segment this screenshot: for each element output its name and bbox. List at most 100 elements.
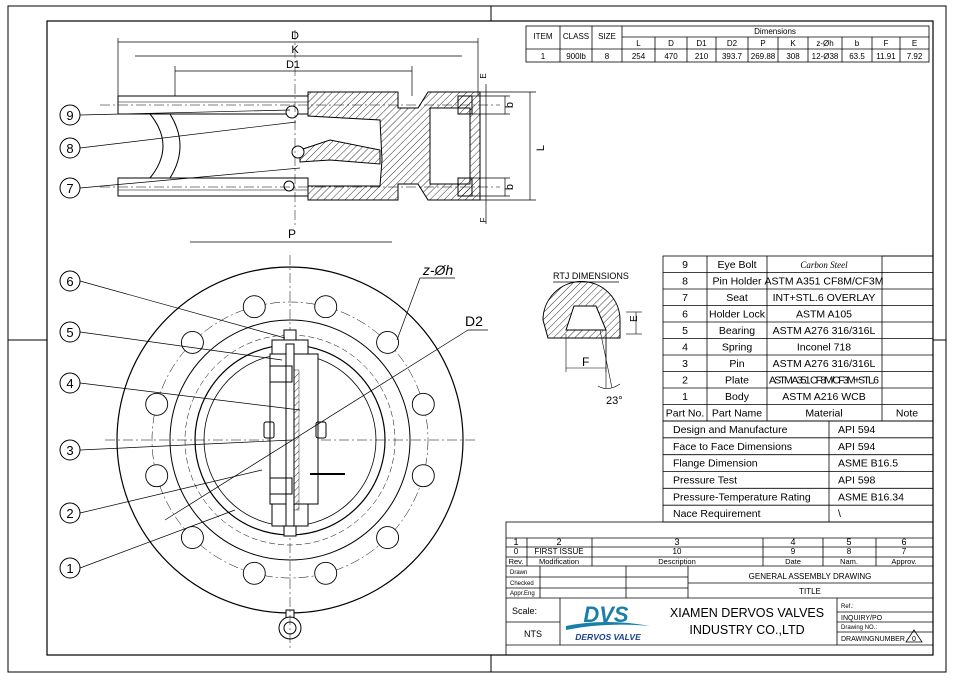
part-no: 3: [682, 358, 688, 370]
grid-number: 3: [674, 537, 679, 547]
dim-header-6: z-Øh: [816, 39, 833, 48]
part-name: Pin Holder: [712, 276, 762, 288]
bolt-hole: [242, 295, 266, 319]
scale-value: NTS: [524, 629, 542, 639]
spec-label: Nace Requirement: [673, 508, 761, 520]
dim-value-6: 393.7: [722, 52, 743, 61]
dim-label-D2: D2: [465, 313, 483, 329]
dim-value-0: 1: [541, 52, 546, 61]
dim-label-b-top: b: [504, 102, 516, 108]
spec-value: API 594: [838, 424, 876, 436]
bolt-hole: [376, 330, 400, 354]
spec-label: Pressure Test: [673, 475, 737, 487]
part-no: 7: [682, 292, 688, 304]
callout-circle: [59, 270, 81, 292]
logo-text: DERVOS VALVE: [575, 632, 641, 642]
dim-value-1: 900lb: [566, 52, 586, 61]
part-name: Spring: [722, 342, 753, 354]
part-no: 8: [682, 276, 688, 288]
callout-number: 5: [66, 325, 73, 340]
dim-header-1: D: [668, 39, 674, 48]
parts-header-no: Part No.: [666, 408, 705, 420]
callout-circle: [59, 321, 81, 343]
revision-header: Modification: [539, 557, 579, 566]
front-view: [105, 241, 488, 650]
bolt-hole: [145, 392, 169, 416]
callout-leader: [79, 439, 293, 451]
dim-label-E: E: [479, 73, 488, 78]
callout-number: 6: [66, 274, 73, 289]
revision-value: 0: [912, 636, 916, 643]
dim-value-5: 210: [695, 52, 709, 61]
revision-header: Description: [658, 557, 696, 566]
spec-value: ASME B16.34: [838, 491, 904, 503]
callout-circle: [59, 104, 81, 126]
rtj-F: F: [582, 355, 589, 369]
callout-number: 2: [66, 506, 73, 521]
callout-leader: [79, 167, 301, 189]
revision-cell: 0: [514, 547, 519, 556]
logo-mark: DVS: [583, 602, 629, 627]
bolt-hole: [314, 561, 338, 585]
dim-group-header: Dimensions: [754, 27, 796, 36]
dim-label-D: D: [291, 30, 299, 42]
parts-header-name: Part Name: [712, 408, 762, 420]
bolt-hole: [145, 464, 169, 488]
bolt-hole: [314, 295, 338, 319]
callout-circle: [59, 177, 81, 199]
side-section-view: [100, 30, 536, 225]
dim-header-item: ITEM: [533, 32, 552, 41]
revision-triangle: [905, 629, 923, 643]
part-material: Inconel 718: [797, 342, 851, 354]
spec-label: Design and Manufacture: [673, 424, 788, 436]
ref-label: Ref.:: [841, 604, 854, 610]
part-name: Eye Bolt: [717, 259, 756, 271]
dim-header-9: E: [912, 39, 917, 48]
callout-circle: [59, 502, 81, 524]
checked-label: Checked: [510, 581, 534, 587]
dim-value-8: 308: [786, 52, 800, 61]
part-name: Bearing: [719, 325, 755, 337]
drawing-title: GENERAL ASSEMBLY DRAWING: [749, 572, 872, 581]
revision-cell: FIRST ISSUE: [534, 547, 583, 556]
callout-circle: [59, 372, 81, 394]
part-material: ASTM A276 316/316L: [773, 358, 876, 370]
part-material: ASTM A351 CF8M/CF3M: [764, 276, 883, 288]
callout-circle: [59, 557, 81, 579]
dim-label-P: P: [288, 227, 296, 241]
part-material: ASTM A351 CF8M/CF3M+STL.6: [769, 375, 879, 387]
bolt-hole: [180, 526, 204, 550]
callout-leader: [79, 121, 297, 149]
bolt-hole: [411, 392, 435, 416]
rtj-detail: RTJ DIMENSIONS E F 23°: [542, 271, 642, 407]
part-name: Holder Lock: [709, 309, 766, 321]
spec-label: Flange Dimension: [673, 458, 758, 470]
dim-header-3: D2: [727, 39, 738, 48]
grid-number: 1: [513, 537, 518, 547]
part-no: 9: [682, 259, 688, 271]
dim-header-class: CLASS: [563, 32, 589, 41]
bolt-hole: [242, 561, 266, 585]
callout-leader: [79, 109, 291, 116]
dim-label-zh: z-Øh: [422, 262, 454, 278]
company-name-line2: INDUSTRY CO.,LTD: [689, 623, 804, 637]
parts-header-note: Note: [896, 408, 918, 420]
dim-header-5: K: [790, 39, 796, 48]
title-label: TITLE: [799, 587, 821, 596]
dim-value-2: 8: [605, 52, 610, 61]
bolt-hole: [180, 330, 204, 354]
callout-number: 3: [66, 443, 73, 458]
dim-header-size: SIZE: [598, 32, 616, 41]
drawing-no-label: Drawing NO.:: [841, 625, 877, 631]
dim-value-4: 470: [664, 52, 678, 61]
part-material: ASTM A105: [796, 309, 852, 321]
revision-header: Approv.: [891, 557, 916, 566]
part-name: Pin: [729, 358, 744, 370]
rtj-angle: 23°: [606, 395, 623, 407]
side-view-labels: D K D1 b b L E F: [286, 30, 547, 222]
callout-circle: [59, 439, 81, 461]
